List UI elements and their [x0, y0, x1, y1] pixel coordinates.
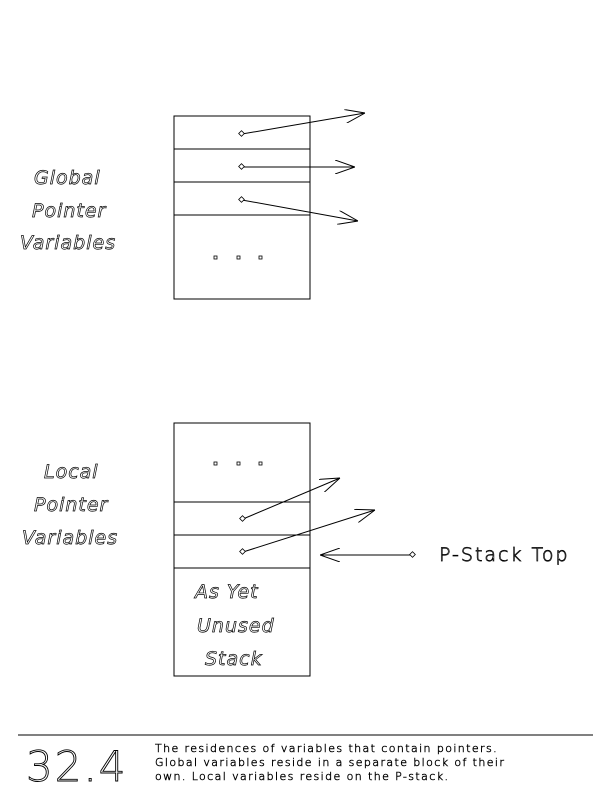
pointer-origin-dot [238, 163, 245, 170]
local-label-line: Pointer [34, 494, 109, 516]
global-pointer-label: Global Pointer Variables [20, 167, 116, 255]
unused-stack-label: As Yet Unused Stack [193, 581, 275, 671]
caption-line: own. Local variables reside on the P-sta… [155, 770, 449, 783]
local-pointer-arrow [242, 478, 340, 520]
stack-top-pointer: P-Stack Top [320, 544, 570, 566]
global-label-line: Variables [20, 232, 116, 254]
global-pointer-arrow [241, 113, 365, 135]
global-pointer-block [173, 113, 365, 300]
local-pointer-block: As Yet Unused Stack [173, 422, 375, 677]
pointer-origin-dot [239, 548, 246, 555]
local-label-line: Variables [22, 527, 118, 549]
pointer-origin-dot [409, 551, 416, 558]
local-block-outline [173, 422, 311, 677]
local-ellipsis [213, 461, 263, 466]
pointer-origin-dot [239, 515, 246, 522]
unused-label-line: Unused [197, 615, 275, 637]
figure-caption: The residences of variables that contain… [155, 742, 505, 784]
global-pointer-arrow [241, 199, 358, 221]
local-pointer-arrow [242, 510, 375, 553]
caption-line: Global variables reside in a separate bl… [155, 756, 505, 769]
global-label-line: Global [34, 167, 101, 189]
pointer-origin-dot [238, 130, 245, 137]
global-label-line: Pointer [32, 200, 107, 222]
global-block-outline [173, 115, 311, 300]
unused-label-line: As Yet [193, 581, 259, 603]
figure-number: 32.4 [26, 742, 128, 791]
unused-label-line: Stack [205, 648, 263, 670]
pointer-origin-dot [238, 196, 245, 203]
global-ellipsis [213, 255, 263, 260]
caption-line: The residences of variables that contain… [155, 742, 498, 755]
stack-top-label: P-Stack Top [439, 544, 570, 566]
local-label-line: Local [44, 461, 99, 483]
local-pointer-label: Local Pointer Variables [22, 461, 118, 550]
